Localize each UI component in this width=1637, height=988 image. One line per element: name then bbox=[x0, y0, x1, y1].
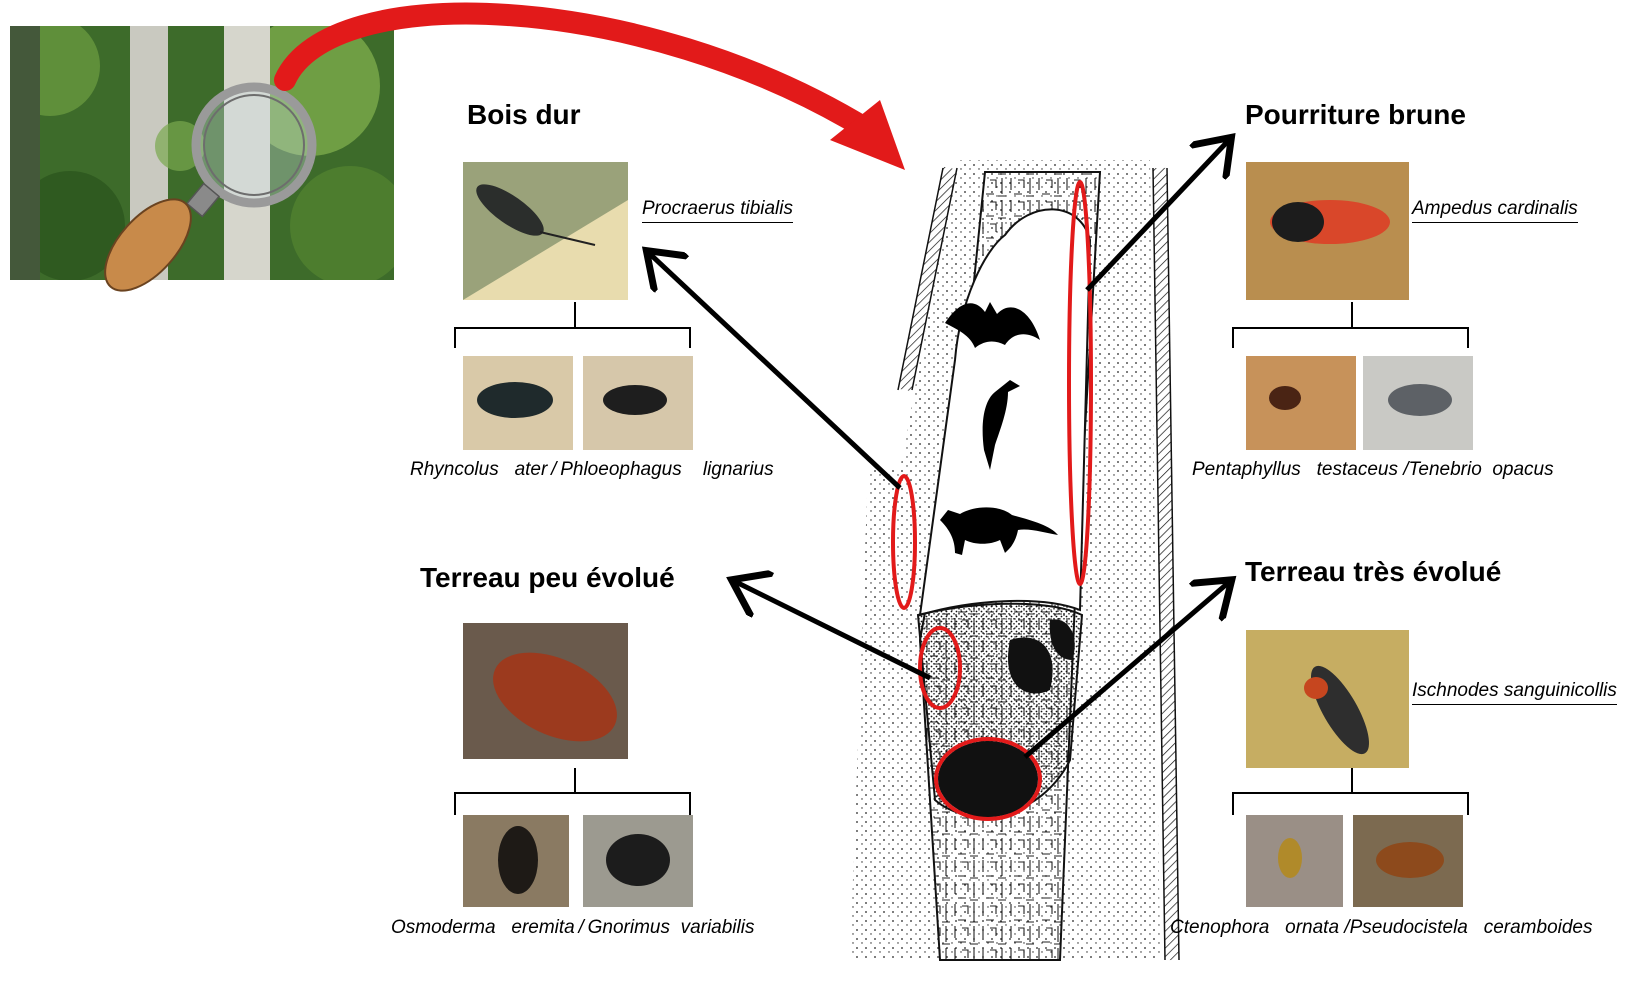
species-a-genus: Pentaphyllus bbox=[1192, 459, 1301, 480]
label-bois-dur-species: Rhyncolus ater / Phloeophagus lignarius bbox=[410, 459, 774, 481]
heading-terreau-peu-evolue: Terreau peu évolué bbox=[420, 562, 675, 594]
species-b-genus: Tenebrio bbox=[1409, 459, 1482, 480]
label-terreau-peu-species: Osmoderma eremita / Gnorimus variabilis bbox=[391, 917, 754, 939]
photo-gnorimus bbox=[583, 815, 693, 907]
label-terreau-tres-species: Ctenophora ornata /Pseudocistela cerambo… bbox=[1170, 917, 1593, 939]
species-a-epithet: ater bbox=[515, 459, 548, 480]
bracket-terreau-peu bbox=[455, 768, 690, 815]
photo-osmoderma bbox=[463, 815, 569, 907]
photo-ischnodes bbox=[1246, 630, 1409, 768]
tree-trunk bbox=[850, 160, 1179, 960]
species-b-epithet: variabilis bbox=[681, 917, 755, 938]
heading-pourriture-brune: Pourriture brune bbox=[1245, 99, 1466, 131]
species-a-genus: Rhyncolus bbox=[410, 459, 499, 480]
species-b-epithet: opacus bbox=[1492, 459, 1553, 480]
bracket-pourriture bbox=[1233, 302, 1468, 348]
magnifier-icon bbox=[90, 87, 312, 305]
species-b-genus: Pseudocistela bbox=[1350, 917, 1468, 938]
bracket-bois-dur bbox=[455, 302, 690, 348]
photo-ampedus bbox=[1246, 162, 1409, 300]
species-b-genus: Gnorimus bbox=[588, 917, 670, 938]
label-ampedus-cardinalis: Ampedus cardinalis bbox=[1412, 198, 1578, 223]
label-pourriture-species: Pentaphyllus testaceus /Tenebrio opacus bbox=[1192, 459, 1554, 481]
species-b-genus: Phloeophagus bbox=[560, 459, 682, 480]
species-a-epithet: ornata bbox=[1285, 917, 1339, 938]
photo-pseudocistela bbox=[1353, 815, 1463, 907]
bracket-terreau-tres bbox=[1233, 768, 1468, 815]
photo-elater bbox=[463, 623, 631, 759]
separator: / bbox=[579, 917, 584, 938]
photo-phloeophagus bbox=[583, 356, 693, 450]
label-procraerus-tibialis: Procraerus tibialis bbox=[642, 198, 793, 223]
species-b-epithet: lignarius bbox=[703, 459, 774, 480]
species-a-genus: Ctenophora bbox=[1170, 917, 1269, 938]
heading-terreau-tres-evolue: Terreau très évolué bbox=[1245, 556, 1501, 588]
species-a-epithet: testaceus bbox=[1317, 459, 1398, 480]
photo-tenebrio bbox=[1363, 356, 1473, 450]
photo-rhyncolus bbox=[463, 356, 573, 450]
photo-procraerus bbox=[463, 162, 628, 300]
photo-pentaphyllus bbox=[1246, 356, 1356, 450]
heading-bois-dur: Bois dur bbox=[467, 99, 581, 131]
photo-ctenophora bbox=[1246, 815, 1343, 907]
species-a-genus: Osmoderma bbox=[391, 917, 496, 938]
zoom-arrow-icon bbox=[285, 14, 905, 170]
species-b-epithet: ceramboides bbox=[1484, 917, 1593, 938]
species-a-epithet: eremita bbox=[511, 917, 574, 938]
separator: / bbox=[551, 459, 556, 480]
label-ischnodes-sanguinicollis: Ischnodes sanguinicollis bbox=[1412, 680, 1617, 705]
